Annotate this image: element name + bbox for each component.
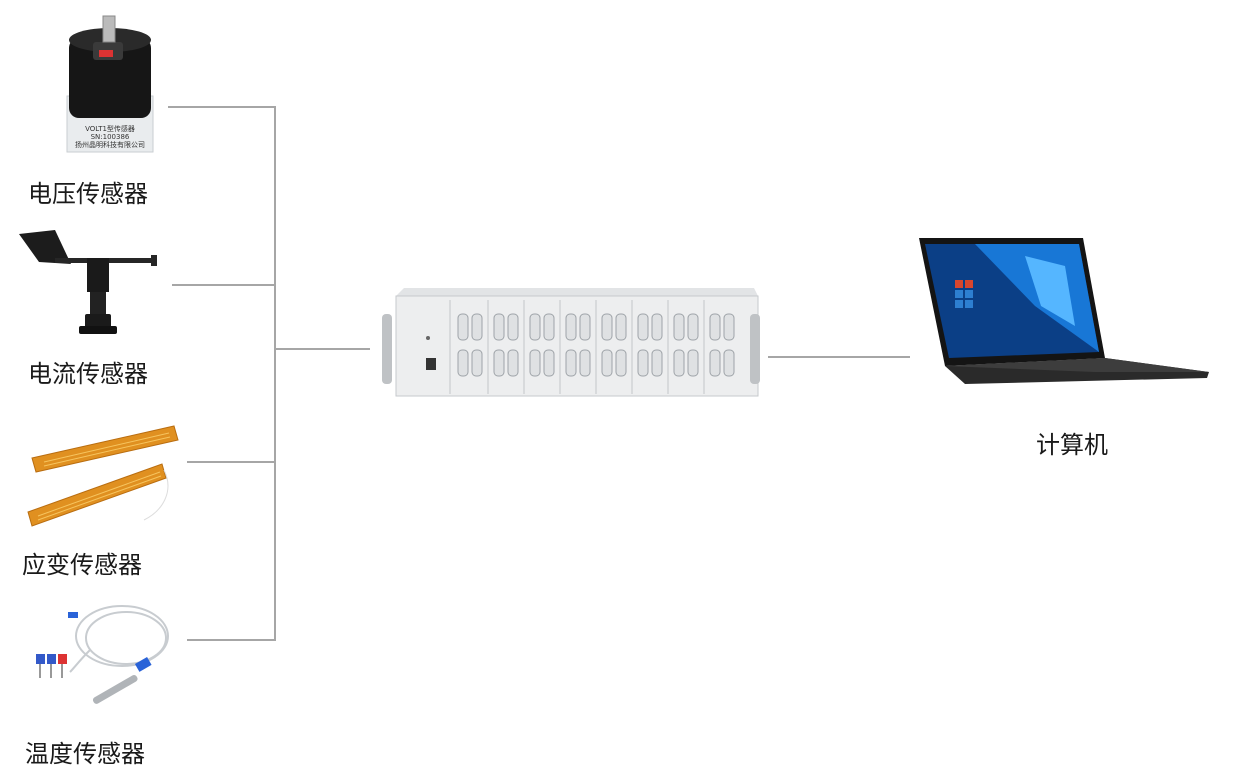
sensor-nameplate: VOLT1型传感器 SN:100386 扬州晶明科技有限公司	[75, 124, 145, 149]
nameplate-line-1: VOLT1型传感器	[85, 124, 135, 133]
strain-sensor-label: 应变传感器	[22, 551, 142, 579]
voltage-sensor-icon: VOLT1型传感器 SN:100386 扬州晶明科技有限公司	[66, 15, 154, 153]
temperature-sensor-icon	[36, 605, 169, 704]
laptop-icon	[919, 238, 1209, 384]
data-acquisition-chassis-icon	[382, 288, 760, 397]
temperature-sensor-label: 温度传感器	[25, 740, 145, 768]
nameplate-line-3: 扬州晶明科技有限公司	[75, 140, 145, 149]
nameplate-line-2: SN:100386	[91, 133, 130, 141]
current-sensor-icon	[19, 230, 157, 334]
computer-label: 计算机	[1036, 431, 1108, 459]
voltage-sensor-label: 电压传感器	[28, 180, 148, 208]
strain-gauge-icon	[27, 425, 179, 527]
current-sensor-label: 电流传感器	[28, 360, 148, 388]
